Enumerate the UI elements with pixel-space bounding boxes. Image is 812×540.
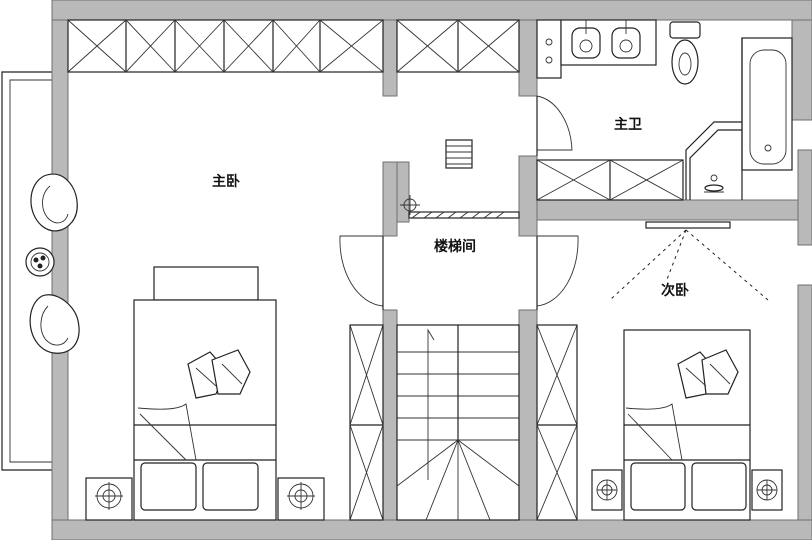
stair-rail xyxy=(400,195,520,219)
door-second-bedroom xyxy=(536,235,579,310)
stair-wardrobe-left xyxy=(349,324,384,521)
shower-mixer xyxy=(704,174,724,193)
label-stairwell: 楼梯间 xyxy=(434,238,476,255)
stair-cabinet xyxy=(396,19,520,73)
balcony xyxy=(1,71,52,471)
master-bed xyxy=(133,266,277,521)
label-master-bathroom: 主卫 xyxy=(614,116,642,133)
bathtub xyxy=(741,37,793,200)
stair-wardrobe-right xyxy=(536,324,578,521)
stair-vent xyxy=(445,139,473,169)
lounge-chair-top xyxy=(30,173,78,232)
nightstand-left xyxy=(85,477,133,521)
door-master-bedroom xyxy=(339,235,384,310)
stairs xyxy=(396,324,520,521)
toilet xyxy=(669,21,701,85)
second-bed xyxy=(623,329,751,521)
master-wardrobe xyxy=(67,19,384,73)
lounge-chair-bottom xyxy=(29,294,80,354)
second-nightstand-left xyxy=(591,469,623,511)
label-master-bedroom: 主卧 xyxy=(212,173,240,190)
tv-unit xyxy=(609,221,769,301)
bathroom-shelf xyxy=(536,19,562,79)
walls xyxy=(51,0,812,540)
bathroom-cabinet xyxy=(536,159,684,201)
side-table xyxy=(25,247,55,277)
double-vanity xyxy=(560,19,657,66)
nightstand-right xyxy=(277,477,325,521)
shower-partition xyxy=(685,121,742,200)
label-second-bedroom: 次卧 xyxy=(661,282,689,299)
second-nightstand-right xyxy=(751,469,783,511)
door-bathroom xyxy=(536,95,573,156)
